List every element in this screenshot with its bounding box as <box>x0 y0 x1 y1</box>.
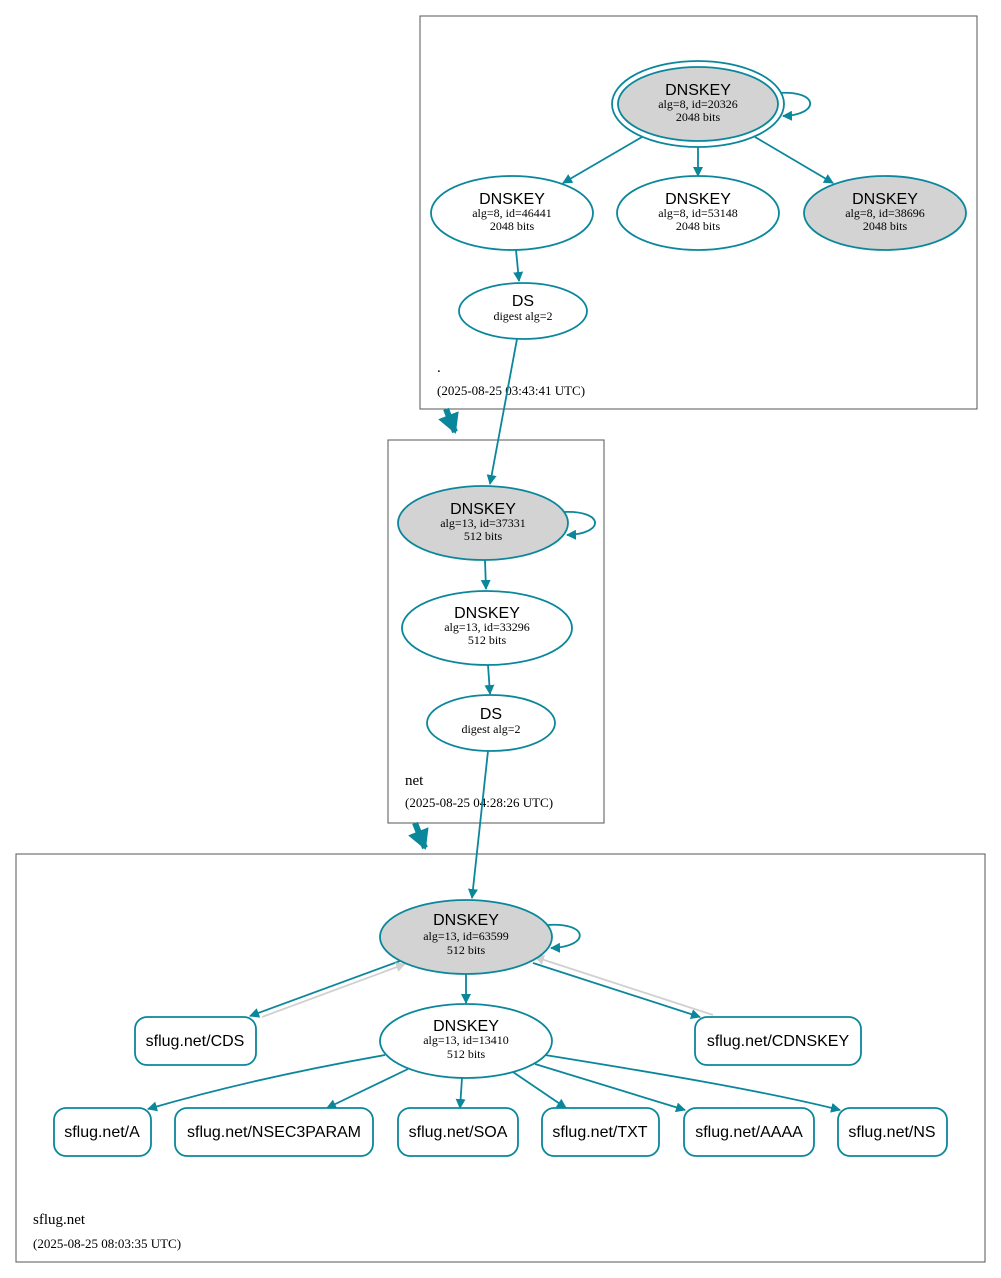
node-net-ds-title: DS <box>480 706 502 723</box>
node-root-ksk-alg: alg=8, id=20326 <box>658 97 738 111</box>
node-net-zsk[interactable]: DNSKEY alg=13, id=33296 512 bits <box>401 590 573 666</box>
rrset-soa-label: sflug.net/SOA <box>409 1124 508 1141</box>
node-net-zsk-alg: alg=13, id=33296 <box>444 620 530 634</box>
edge-sflug-zsk-to-nsec3param <box>326 1068 409 1109</box>
node-root-zsk-53148-alg: alg=8, id=53148 <box>658 206 738 220</box>
node-sflug-ksk-title: DNSKEY <box>433 912 499 929</box>
edge-sflug-ksk-to-cds <box>249 960 401 1018</box>
edge-sflug-ksk-to-cdnskey <box>532 962 701 1019</box>
node-root-ds-digest: digest alg=2 <box>493 309 552 323</box>
edge-sflug-ksk-self <box>546 923 581 953</box>
edge-root-ksk-self <box>777 91 811 121</box>
node-net-ds-digest: digest alg=2 <box>461 722 520 736</box>
node-sflug-zsk-alg: alg=13, id=13410 <box>423 1033 509 1047</box>
delegation-net-to-sflug <box>408 821 429 850</box>
edge-root-ds-to-net-ksk <box>486 338 518 485</box>
node-sflug-zsk-bits: 512 bits <box>447 1047 486 1061</box>
edge-net-ds-to-sflug-ksk <box>468 750 489 899</box>
rrset-txt[interactable]: sflug.net/TXT <box>541 1107 660 1157</box>
node-root-ds[interactable]: DS digest alg=2 <box>458 282 588 340</box>
node-root-zsk-46441[interactable]: DNSKEY alg=8, id=46441 2048 bits <box>430 175 594 251</box>
edge-net-ksk-self <box>562 511 596 540</box>
rrset-cds-label: sflug.net/CDS <box>146 1033 245 1050</box>
zone-sflug-timestamp: (2025-08-25 08:03:35 UTC) <box>33 1236 181 1251</box>
node-sflug-ksk-bits: 512 bits <box>447 943 486 957</box>
rrset-a[interactable]: sflug.net/A <box>53 1107 152 1157</box>
node-net-ksk-title: DNSKEY <box>450 501 516 518</box>
node-root-zsk-46441-alg: alg=8, id=46441 <box>472 206 552 220</box>
node-sflug-ksk-alg: alg=13, id=63599 <box>423 929 509 943</box>
zone-root-name: . <box>437 360 441 376</box>
node-sflug-zsk[interactable]: DNSKEY alg=13, id=13410 512 bits <box>379 1003 553 1079</box>
node-net-zsk-bits: 512 bits <box>468 633 507 647</box>
edge-net-zsk-to-ds <box>484 664 495 695</box>
zone-sflug-name: sflug.net <box>33 1212 86 1228</box>
node-net-zsk-title: DNSKEY <box>454 605 520 622</box>
edge-root-46441-to-ds <box>513 249 524 282</box>
edge-sflug-cdnskey-to-ksk <box>534 955 714 1016</box>
edge-root-ksk-to-38696 <box>754 136 834 184</box>
rrset-ns-label: sflug.net/NS <box>848 1124 935 1141</box>
node-root-ksk-38696-bits: 2048 bits <box>863 219 908 233</box>
node-root-ksk-38696-title: DNSKEY <box>852 191 918 208</box>
edge-sflug-zsk-to-ns <box>544 1054 841 1113</box>
rrset-ns[interactable]: sflug.net/NS <box>837 1107 948 1157</box>
node-root-ds-title: DS <box>512 293 534 310</box>
node-sflug-ksk[interactable]: DNSKEY alg=13, id=63599 512 bits <box>379 899 553 975</box>
rrset-aaaa[interactable]: sflug.net/AAAA <box>683 1107 815 1157</box>
node-root-ksk-38696[interactable]: DNSKEY alg=8, id=38696 2048 bits <box>803 175 967 251</box>
rrset-cds[interactable]: sflug.net/CDS <box>134 1016 257 1066</box>
node-root-zsk-53148-title: DNSKEY <box>665 191 731 208</box>
zone-net-timestamp: (2025-08-25 04:28:26 UTC) <box>405 795 553 810</box>
rrset-nsec3param-label: sflug.net/NSEC3PARAM <box>187 1124 361 1141</box>
delegation-root-to-net <box>438 407 459 434</box>
edge-root-ksk-to-46441 <box>562 136 643 184</box>
rrset-aaaa-label: sflug.net/AAAA <box>695 1124 803 1141</box>
node-sflug-zsk-title: DNSKEY <box>433 1018 499 1035</box>
node-root-ksk[interactable]: DNSKEY alg=8, id=20326 2048 bits <box>611 60 785 148</box>
node-root-ksk-bits: 2048 bits <box>676 110 721 124</box>
rrset-nsec3param[interactable]: sflug.net/NSEC3PARAM <box>174 1107 374 1157</box>
node-net-ds[interactable]: DS digest alg=2 <box>426 694 556 752</box>
edge-sflug-zsk-to-aaaa <box>534 1063 686 1113</box>
node-root-zsk-53148[interactable]: DNSKEY alg=8, id=53148 2048 bits <box>616 175 780 251</box>
node-root-zsk-46441-title: DNSKEY <box>479 191 545 208</box>
rrset-txt-label: sflug.net/TXT <box>552 1124 647 1141</box>
node-net-ksk-bits: 512 bits <box>464 529 503 543</box>
node-net-ksk-alg: alg=13, id=37331 <box>440 516 526 530</box>
edge-net-ksk-to-zsk <box>480 559 491 590</box>
node-root-ksk-38696-alg: alg=8, id=38696 <box>845 206 925 220</box>
rrset-soa[interactable]: sflug.net/SOA <box>397 1107 519 1157</box>
node-root-ksk-title: DNSKEY <box>665 82 731 99</box>
edge-sflug-cds-to-ksk <box>261 962 406 1018</box>
zone-root-timestamp: (2025-08-25 03:43:41 UTC) <box>437 383 585 398</box>
rrset-cdnskey[interactable]: sflug.net/CDNSKEY <box>694 1016 862 1066</box>
rrset-cdnskey-label: sflug.net/CDNSKEY <box>707 1033 850 1050</box>
zone-net-name: net <box>405 773 424 789</box>
edge-sflug-zsk-to-a <box>147 1054 386 1112</box>
node-net-ksk[interactable]: DNSKEY alg=13, id=37331 512 bits <box>397 485 569 561</box>
node-root-zsk-46441-bits: 2048 bits <box>490 219 535 233</box>
node-root-zsk-53148-bits: 2048 bits <box>676 219 721 233</box>
edge-sflug-zsk-to-txt <box>512 1071 567 1109</box>
rrset-a-label: sflug.net/A <box>64 1124 140 1141</box>
edge-sflug-zsk-to-soa <box>455 1077 466 1109</box>
